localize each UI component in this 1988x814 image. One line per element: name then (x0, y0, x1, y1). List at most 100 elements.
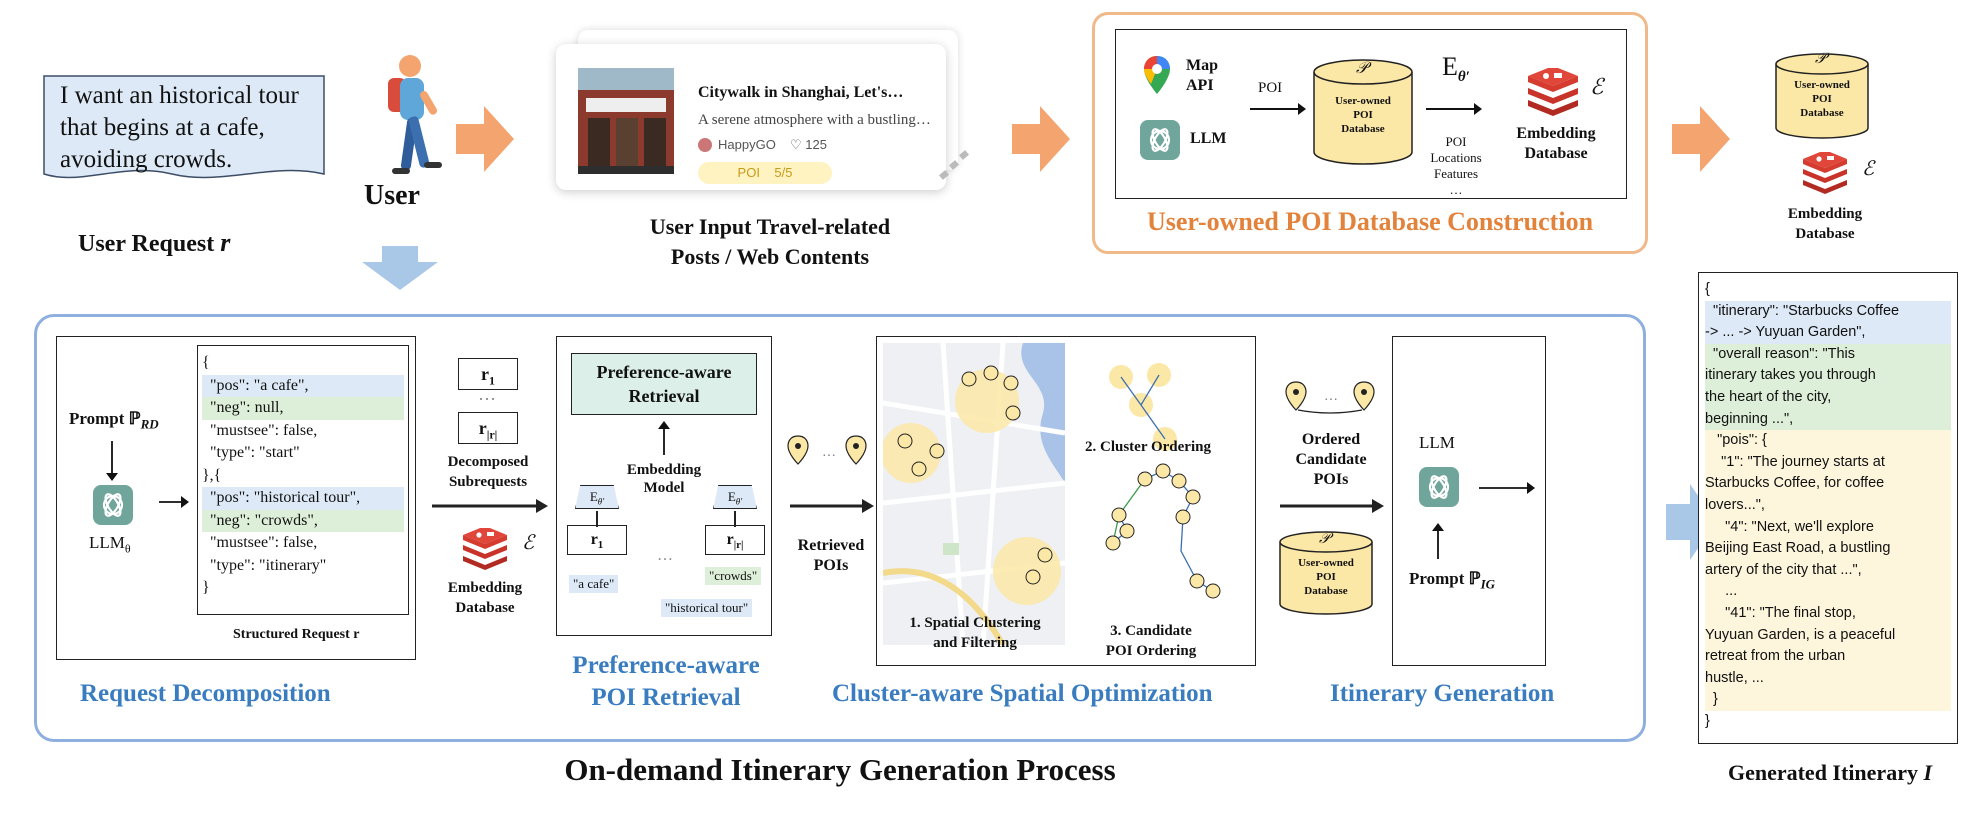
encoder-right-e: E (727, 489, 736, 504)
post-caption-line-1: User Input Travel-related (649, 214, 891, 239)
llm-output-arrow (1479, 482, 1535, 494)
structured-request-json: { "pos": "a cafe", "neg": null, "mustsee… (197, 345, 409, 615)
poi-construction-panel: Map API LLM POI 𝒫 User-owned POI Databas… (1092, 12, 1648, 254)
llm-label: LLM (1190, 130, 1227, 147)
structured-json-line: "neg": "crowds", (202, 509, 404, 532)
step-1-line-2: and Filtering (933, 635, 1017, 651)
map-api-line-2: API (1186, 77, 1214, 94)
request-line-1: I want an historical tour (60, 82, 299, 109)
generated-json-line: Starbucks Coffee, for coffee (1705, 473, 1951, 495)
prompt-rd-label: Prompt ℙRD (69, 409, 159, 432)
tag-a-cafe: "a cafe" (569, 575, 619, 593)
map-api-label: Map API (1186, 56, 1218, 96)
subrequest-dots: … (478, 384, 496, 404)
embedding-database-label: Embedding Database (1506, 124, 1606, 164)
embedding-model-1: Embedding (626, 462, 702, 478)
feature-2: Locations (1430, 150, 1482, 165)
retrieval-box: Preference-aware Retrieval Embedding Mod… (556, 336, 772, 636)
sub-embedding-db-1: Embedding (447, 580, 523, 596)
retrieved-line-1: Retrieved (797, 537, 865, 554)
step-1-line-1: 1. Spatial Clustering (909, 615, 1041, 631)
decomposed-subrequests-label: Decomposed Subrequests (428, 452, 548, 492)
retrieval-inner-title: Preference-aware Retrieval (571, 353, 757, 415)
db-label-2: POI (1353, 109, 1373, 121)
generated-json-line: Yuyuan Garden, is a peaceful (1705, 624, 1951, 647)
to-spatial-arrow (790, 499, 874, 513)
author-avatar (698, 138, 712, 152)
generated-json-line: "4": "Next, we'll explore (1705, 516, 1951, 539)
post-thumbnail-image (578, 68, 674, 174)
step-3-line-2: POI Ordering (1105, 643, 1197, 659)
retrieved-line-2: POIs (813, 557, 849, 574)
svg-text:…: … (822, 445, 836, 460)
generated-json-line: -> ... -> Yuyuan Garden", (1705, 322, 1951, 344)
generated-json-line: lovers...", (1705, 494, 1951, 517)
generated-json-line: itinerary takes you through (1705, 365, 1951, 387)
retrieval-title: Preference-aware POI Retrieval (546, 650, 786, 714)
ordered-db-label-2: POI (1316, 571, 1336, 583)
encoder-left-e: E (589, 489, 598, 504)
poi-arrow-label: POI (1258, 80, 1283, 96)
prompt-rd-sub: RD (140, 416, 159, 432)
spatial-optimization-box: 2. Cluster Ordering 1. Spatial Clusterin… (876, 336, 1256, 666)
right-db-label: User-owned POI Database (1774, 78, 1870, 120)
epsilon-symbol: ℰ (1590, 74, 1604, 99)
right-embedding-db-2: Database (1795, 226, 1855, 242)
post-author: HappyGO (718, 137, 776, 152)
step-1-label: 1. Spatial Clustering and Filtering (883, 613, 1067, 653)
structured-json-line: "pos": "a cafe", (202, 374, 404, 397)
right-epsilon: ℰ (1862, 158, 1875, 180)
retrieval-title-line-2: POI Retrieval (591, 684, 741, 711)
retrieval-r1-box: r1 (567, 525, 627, 555)
ordered-db-symbol: 𝒫 (1319, 531, 1330, 547)
feature-1: POI (1445, 134, 1467, 149)
retrieval-rn-box: r|r| (705, 525, 765, 555)
generated-json-line: ... (1705, 581, 1951, 603)
dots-icon (939, 150, 969, 180)
process-title: On-demand Itinerary Generation Process (564, 752, 1116, 787)
retrieved-poi-pins-icon: … (787, 435, 867, 465)
poi-construction-box: Map API LLM POI 𝒫 User-owned POI Databas… (1115, 29, 1627, 199)
tag-historical-tour: "historical tour" (661, 599, 753, 617)
generated-json-line: artery of the city that ...", (1705, 559, 1951, 582)
ordered-poi-database-icon (1279, 531, 1373, 615)
right-db-label-3: Database (1800, 107, 1844, 119)
ordered-db-label-1: User-owned (1298, 557, 1354, 569)
city-map-image (883, 343, 1065, 645)
generated-json-line: "1": "The journey starts at (1705, 451, 1951, 474)
generated-json-line: retreat from the urban (1705, 646, 1951, 668)
orange-arrow-1 (456, 106, 514, 172)
subrequest-redis-icon (463, 528, 507, 570)
generated-json-line: "overall reason": "This (1705, 343, 1951, 366)
embedding-db-line-2: Database (1524, 145, 1588, 162)
itinerary-generation-title: Itinerary Generation (1330, 680, 1555, 707)
generated-json-line: } (1705, 712, 1710, 729)
embedding-db-line-1: Embedding (1516, 125, 1596, 142)
tag-crowds: "crowds" (705, 567, 762, 585)
step-2-label: 2. Cluster Ordering (1085, 439, 1211, 455)
itinerary-process-panel (34, 314, 1646, 742)
user-request-note: I want an historical tour that begins at… (32, 58, 332, 188)
embedding-up-arrow (658, 421, 670, 455)
post-caption: User Input Travel-related Posts / Web Co… (600, 212, 940, 272)
generated-json-line: { (1705, 281, 1710, 297)
generated-json-line: the heart of the city, (1705, 386, 1951, 409)
ordered-line-1: Ordered (1301, 431, 1361, 448)
llm-theta-label: LLMθ (89, 533, 131, 556)
user-person-icon (388, 55, 442, 174)
prompt-ig-sub: IG (1480, 576, 1496, 592)
post-likes: ♡ 125 (790, 137, 827, 152)
sub-r1-text: r (481, 364, 489, 384)
subrequest-epsilon: ℰ (522, 532, 535, 554)
retrieval-title-line-1: Preference-aware (572, 652, 760, 679)
encoder-left: Eθ′ (575, 485, 619, 509)
map-pin-icon (1144, 56, 1170, 94)
llm-to-json-arrow (159, 496, 189, 508)
post-card[interactable]: Citywalk in Shanghai, Let's… A serene at… (556, 44, 946, 190)
structured-request-lines: { "pos": "a cafe", "neg": null, "mustsee… (202, 352, 404, 600)
ordered-poi-pins-icon: … (1285, 381, 1375, 414)
retrieval-title-1: Preference-aware (596, 362, 732, 382)
right-db-label-2: POI (1812, 93, 1832, 105)
ordered-line-3: POIs (1313, 471, 1349, 488)
decomposed-line-1: Decomposed (447, 454, 529, 470)
